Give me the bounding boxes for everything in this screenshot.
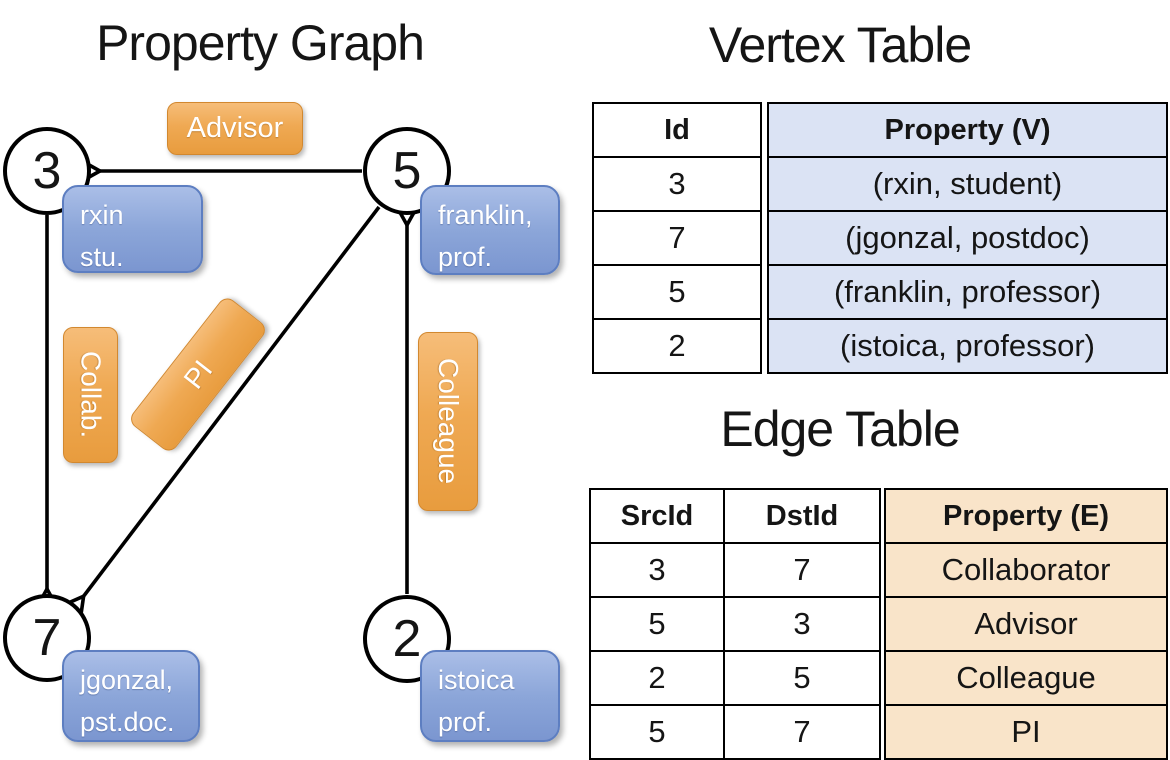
table-cell: 2 bbox=[589, 650, 725, 706]
table-cell: Collaborator bbox=[884, 542, 1168, 598]
vertex-3-name: rxin bbox=[80, 200, 124, 230]
table-cell: 7 bbox=[723, 704, 881, 760]
vertex-property-box-5: franklin, prof. bbox=[420, 185, 560, 275]
table-cell: 5 bbox=[589, 596, 725, 652]
node-5-id: 5 bbox=[392, 142, 422, 200]
edge-table-property-header: Property (E) bbox=[884, 488, 1168, 544]
edge-table-srcid-header: SrcId bbox=[589, 488, 725, 544]
table-cell: (istoica, professor) bbox=[767, 318, 1168, 374]
vertex-7-role: pst.doc. bbox=[80, 706, 175, 737]
table-cell: (rxin, student) bbox=[767, 156, 1168, 212]
graph-node-2: 2 bbox=[363, 595, 451, 683]
table-cell: 3 bbox=[723, 596, 881, 652]
table-cell: Colleague bbox=[884, 650, 1168, 706]
vertex-table-title: Vertex Table bbox=[708, 17, 972, 73]
node-2-id: 2 bbox=[392, 610, 422, 668]
vertex-property-box-2: istoica prof. bbox=[420, 650, 560, 742]
vertex-property-box-3: rxin stu. bbox=[62, 185, 203, 273]
edge-table-dstid-header: DstId bbox=[723, 488, 881, 544]
vertex-table-id-column: Id 3 7 5 2 bbox=[592, 102, 762, 374]
edge-5-to-7 bbox=[83, 205, 381, 597]
node-7-id: 7 bbox=[32, 609, 62, 667]
node-3-id: 3 bbox=[32, 142, 62, 200]
table-cell: PI bbox=[884, 704, 1168, 760]
table-cell: 2 bbox=[592, 318, 762, 374]
edge-label-advisor: Advisor bbox=[167, 102, 303, 155]
table-cell: Advisor bbox=[884, 596, 1168, 652]
vertex-3-role: stu. bbox=[80, 241, 124, 272]
table-cell: 5 bbox=[589, 704, 725, 760]
edge-label-colleague: Colleague bbox=[418, 332, 478, 511]
table-cell: 5 bbox=[723, 650, 881, 706]
vertex-table-property-header: Property (V) bbox=[767, 102, 1168, 158]
vertex-2-name: istoica bbox=[438, 665, 515, 695]
table-cell: (franklin, professor) bbox=[767, 264, 1168, 320]
vertex-table-property-column: Property (V) (rxin, student) (jgonzal, p… bbox=[767, 102, 1168, 374]
vertex-2-role: prof. bbox=[438, 706, 493, 737]
edge-table-id-columns: SrcId DstId 3 7 5 3 2 5 5 7 bbox=[589, 488, 881, 760]
table-cell: 7 bbox=[723, 542, 881, 598]
table-cell: 3 bbox=[592, 156, 762, 212]
property-graph-title: Property Graph bbox=[96, 15, 425, 71]
table-cell: 3 bbox=[589, 542, 725, 598]
table-cell: 5 bbox=[592, 264, 762, 320]
vertex-property-box-7: jgonzal, pst.doc. bbox=[62, 650, 200, 742]
vertex-5-role: prof. bbox=[438, 241, 493, 272]
edge-table-property-column: Property (E) Collaborator Advisor Collea… bbox=[884, 488, 1168, 760]
vertex-7-name: jgonzal, bbox=[80, 665, 174, 695]
edge-table-title: Edge Table bbox=[720, 401, 960, 457]
vertex-table-id-header: Id bbox=[592, 102, 762, 158]
table-cell: 7 bbox=[592, 210, 762, 266]
graph-edges-layer bbox=[0, 0, 580, 760]
edge-label-collab: Collab. bbox=[63, 327, 118, 463]
table-cell: (jgonzal, postdoc) bbox=[767, 210, 1168, 266]
vertex-5-name: franklin, bbox=[438, 200, 533, 230]
